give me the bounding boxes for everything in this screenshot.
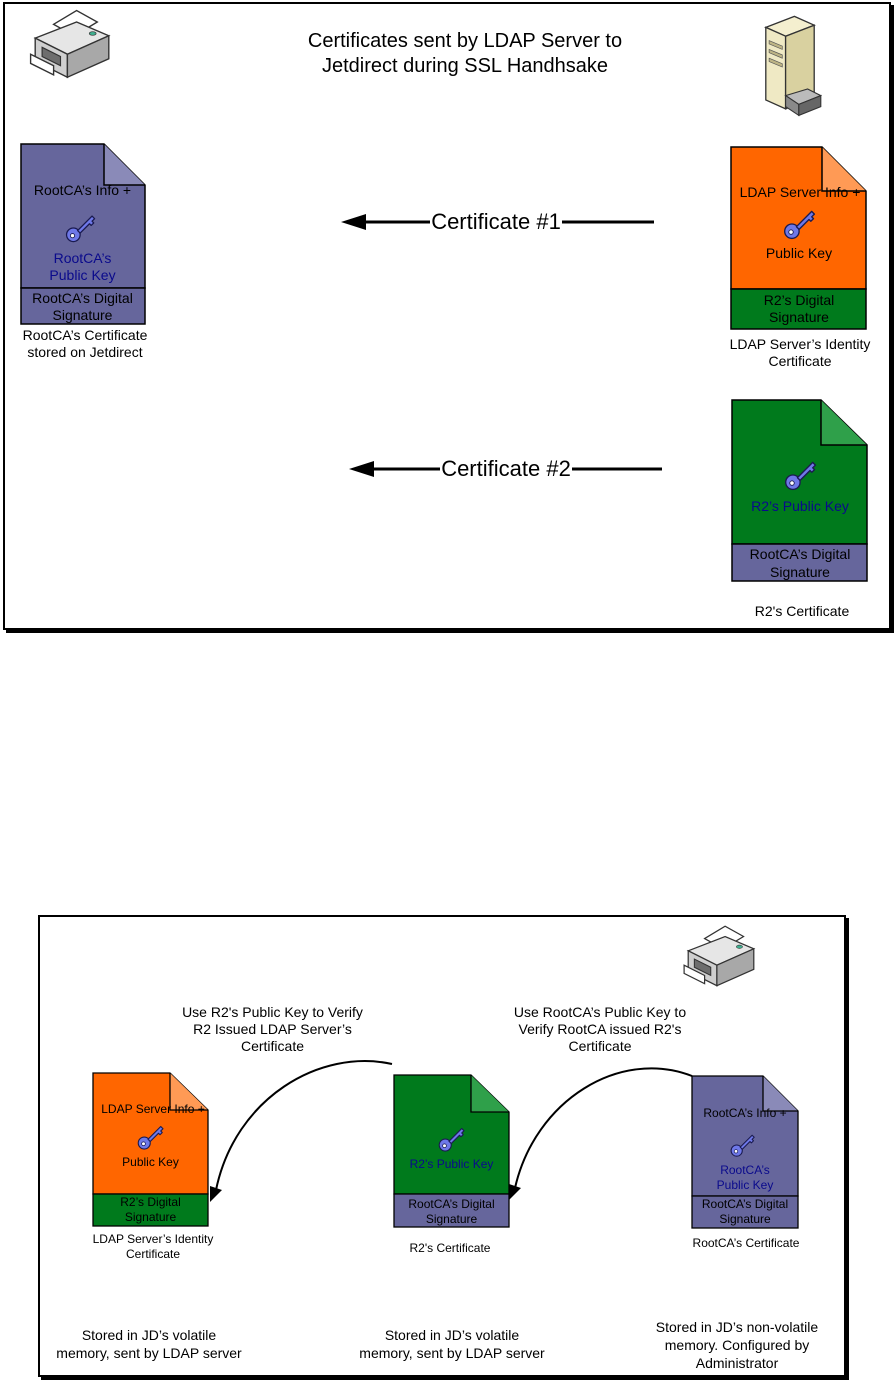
verify-ldap-label: Use R2's Public Key to Verify R2 Issued … <box>182 1004 363 1054</box>
rootca-public-key-label: RootCA’s Public Key <box>49 250 116 283</box>
rootca-public-key-label: RootCA’s Public Key <box>716 1163 774 1192</box>
r2-public-key-label: R2’s Public Key <box>409 1157 494 1171</box>
rootca-caption: RootCA’s Certificate stored on Jetdirect <box>22 327 148 360</box>
stored-r2-note: Stored in JD’s volatile memory, sent by … <box>359 1327 545 1361</box>
r2-certificate-doc <box>393 1074 510 1228</box>
r2-caption: R2's Certificate <box>754 603 850 619</box>
r2-signature-label: RootCA’s Digital Signature <box>749 546 851 580</box>
ldap-signature-label: R2’s Digital Signature <box>120 1195 181 1224</box>
rootca-certificate-doc <box>691 1075 799 1229</box>
rootca-signature-label: RootCA’s Digital Signature <box>32 290 133 323</box>
rootca-signature-label: RootCA’s Digital Signature <box>701 1197 789 1226</box>
rootca-caption: RootCA’s Certificate <box>692 1236 800 1250</box>
certificate-1-arrow <box>341 214 654 230</box>
stored-ldap-note: Stored in JD’s volatile memory, sent by … <box>56 1327 242 1361</box>
ldap-public-key-label: Public Key <box>122 1155 179 1169</box>
rootca-info-label: RootCA’s Info + <box>703 1106 787 1120</box>
r2-caption: R2's Certificate <box>409 1241 491 1255</box>
rootca-certificate-doc <box>20 143 146 325</box>
verify-r2-label: Use RootCA’s Public Key to Verify RootCA… <box>513 1004 687 1054</box>
ldap-certificate-doc <box>730 146 867 330</box>
ldap-caption: LDAP Server’s Identity Certificate <box>92 1232 214 1261</box>
r2-signature-label: RootCA’s Digital Signature <box>408 1197 495 1226</box>
rootca-info-label: RootCA’s Info + <box>33 182 132 198</box>
stored-rootca-note: Stored in JD’s non-volatile memory. Conf… <box>655 1319 819 1371</box>
ldap-info-label: LDAP Server Info + <box>739 184 861 200</box>
ldap-info-label: LDAP Server Info + <box>101 1102 205 1116</box>
ldap-caption: LDAP Server’s Identity Certificate <box>729 336 871 369</box>
r2-certificate-doc <box>731 399 868 582</box>
ldap-certificate-doc <box>92 1072 209 1227</box>
r2-public-key-label: R2’s Public Key <box>751 498 849 514</box>
certificate-2-arrow <box>349 461 662 477</box>
ldap-signature-label: R2’s Digital Signature <box>763 292 835 325</box>
page-title: Certificates sent by LDAP Server to Jetd… <box>307 30 623 77</box>
certificate-1-label: Certificate #1 <box>431 209 561 234</box>
ldap-public-key-label: Public Key <box>765 245 833 261</box>
certificate-2-label: Certificate #2 <box>441 456 571 481</box>
